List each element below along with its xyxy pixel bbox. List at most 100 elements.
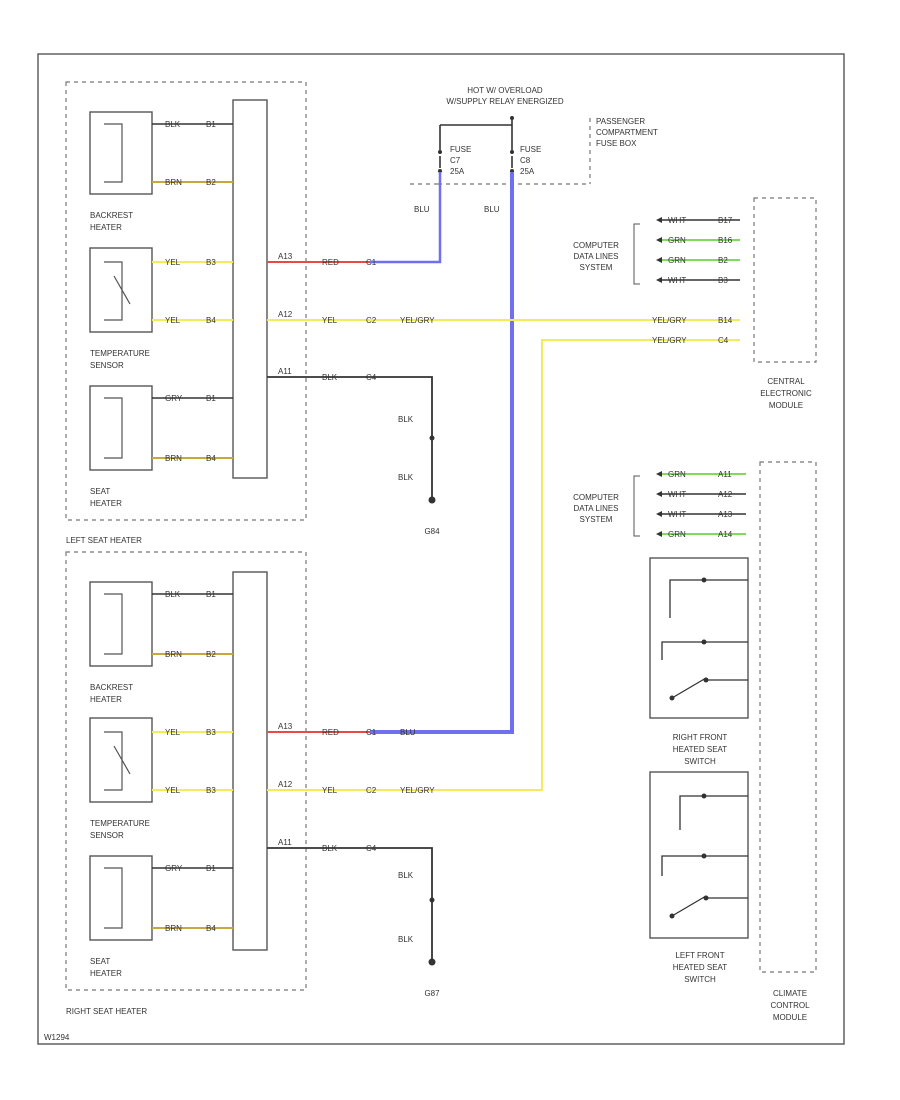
right-red-pin: C1: [366, 728, 377, 737]
cem-pin-row: GRN B2: [656, 256, 740, 265]
right-w1-label: BLK: [165, 590, 181, 599]
cem-pin-3-wire: GRN: [668, 256, 686, 265]
ccm-data-label-1: COMPUTER: [573, 493, 619, 502]
cem-yel-gry-2: YEL/GRY: [652, 336, 687, 345]
right-ground-label: G87: [424, 989, 440, 998]
right-w4-label: YEL: [165, 786, 181, 795]
right-w6-pin: B4: [206, 924, 216, 933]
cem-data-label-2: DATA LINES: [573, 252, 618, 261]
left-seat-heater: BLK B1 BRN B2 BACKREST HEATER YEL B3 YEL…: [65, 81, 440, 545]
cem-pin-4-wire: WHT: [668, 276, 686, 285]
ccm-pin-4-wire: GRN: [668, 530, 686, 539]
left-w2-pin: B2: [206, 178, 216, 187]
climate-control-module: COMPUTER DATA LINES SYSTEM GRN A11 WHT A…: [573, 461, 817, 1022]
central-electronic-module: COMPUTER DATA LINES SYSTEM WHT B17 GRN B…: [573, 197, 817, 410]
left-seat-label-2: HEATER: [90, 499, 122, 508]
left-seat-heater-element: [104, 397, 123, 459]
ccm-data-bracket: [633, 475, 640, 537]
left-backrest-heater-box: [89, 111, 153, 195]
left-switch-label-3: SWITCH: [684, 975, 716, 984]
ccm-name-3: MODULE: [773, 1013, 807, 1022]
left-w3-label: YEL: [165, 258, 181, 267]
cem-pin-1-wire: WHT: [668, 216, 686, 225]
left-blk-b: BLK: [398, 473, 414, 482]
right-c1-pin: A13: [278, 722, 293, 731]
right-w5-pin: B1: [206, 864, 216, 873]
arrow-left-icon: [656, 511, 662, 517]
right-red-label: RED: [322, 728, 339, 737]
left-w5-label: GRY: [165, 394, 183, 403]
right-backrest-heater-element: [104, 593, 123, 655]
arrow-left-icon: [656, 471, 662, 477]
left-w4-label: YEL: [165, 316, 181, 325]
left-blk-a: BLK: [398, 415, 414, 424]
cem-pin-3: B2: [718, 256, 728, 265]
right-seat-heater-box: [89, 855, 153, 941]
right-front-switch-box: [649, 557, 749, 719]
left-front-switch-circuit: [661, 795, 748, 917]
wire-label-blu-a: BLU: [414, 205, 430, 214]
left-ground-label: G84: [424, 527, 440, 536]
left-red-label: RED: [322, 258, 339, 267]
right-blk-a: BLK: [398, 871, 414, 880]
left-backrest-label-1: BACKREST: [90, 211, 133, 220]
right-blu-label: BLU: [400, 728, 416, 737]
left-ground-splice: [429, 435, 435, 441]
switch-terminal: [703, 677, 709, 683]
left-connector-block: [232, 99, 268, 479]
left-seat-label-1: SEAT: [90, 487, 110, 496]
right-w3-pin: B3: [206, 728, 216, 737]
hot-label-1: HOT W/ OVERLOAD: [467, 86, 543, 95]
ccm-pin-2-wire: WHT: [668, 490, 686, 499]
right-temp-label-1: TEMPERATURE: [90, 819, 150, 828]
right-backrest-heater-box: [89, 581, 153, 667]
outer-frame: [37, 53, 845, 1045]
right-seat-label-1: SEAT: [90, 957, 110, 966]
right-yel-gry-label: YEL/GRY: [400, 786, 435, 795]
arrow-left-icon: [656, 217, 662, 223]
left-w2-label: BRN: [165, 178, 182, 187]
arrow-left-icon: [656, 257, 662, 263]
ccm-pin-1-wire: GRN: [668, 470, 686, 479]
ccm-name-2: CONTROL: [770, 1001, 810, 1010]
left-w6-label: BRN: [165, 454, 182, 463]
left-blk-pin: C4: [366, 373, 377, 382]
cem-data-label-1: COMPUTER: [573, 241, 619, 250]
switch-terminal: [701, 639, 707, 645]
left-temp-sensor-box: [89, 247, 153, 333]
right-switch-label-3: SWITCH: [684, 757, 716, 766]
left-c2-pin: A12: [278, 310, 293, 319]
ccm-pin-4: A14: [718, 530, 733, 539]
right-c3-pin: A11: [278, 838, 292, 847]
left-w3-pin: B3: [206, 258, 216, 267]
cem-yel-gry-2-pin: C4: [718, 336, 729, 345]
wire-blue-left-feed: [370, 172, 442, 264]
left-temp-label-2: SENSOR: [90, 361, 124, 370]
ccm-data-label-3: SYSTEM: [580, 515, 613, 524]
ccm-pin-row: GRN A11: [656, 470, 746, 479]
right-seat-title: RIGHT SEAT HEATER: [66, 1007, 147, 1016]
right-backrest-label-1: BACKREST: [90, 683, 133, 692]
left-switch-label-1: LEFT FRONT: [675, 951, 724, 960]
arrow-left-icon: [656, 531, 662, 537]
ccm-pin-row: WHT A12: [656, 490, 746, 499]
right-blk-b: BLK: [398, 935, 414, 944]
fuse-b-label-2: C8: [520, 156, 531, 165]
left-c3-pin: A11: [278, 367, 292, 376]
left-switch-label-2: HEATED SEAT: [673, 963, 727, 972]
ccm-pin-2: A12: [718, 490, 733, 499]
wire-black-right-ground: [370, 847, 433, 962]
left-w5-pin: B1: [206, 394, 216, 403]
right-w6-label: BRN: [165, 924, 182, 933]
left-c1-pin: A13: [278, 252, 293, 261]
left-yel-pin: C2: [366, 316, 377, 325]
right-seat-label-2: HEATER: [90, 969, 122, 978]
right-seat-heater: BLK B1 BRN B2 BACKREST HEATER YEL B3 YEL…: [65, 551, 440, 1016]
left-blk-label: BLK: [322, 373, 338, 382]
ccm-boundary: [759, 461, 817, 973]
cem-data-bracket: [633, 223, 640, 285]
left-front-switch-box: [649, 771, 749, 939]
fuse-box-label-3: FUSE BOX: [596, 139, 637, 148]
switch-terminal: [701, 793, 707, 799]
cem-yel-gry-1: YEL/GRY: [652, 316, 687, 325]
